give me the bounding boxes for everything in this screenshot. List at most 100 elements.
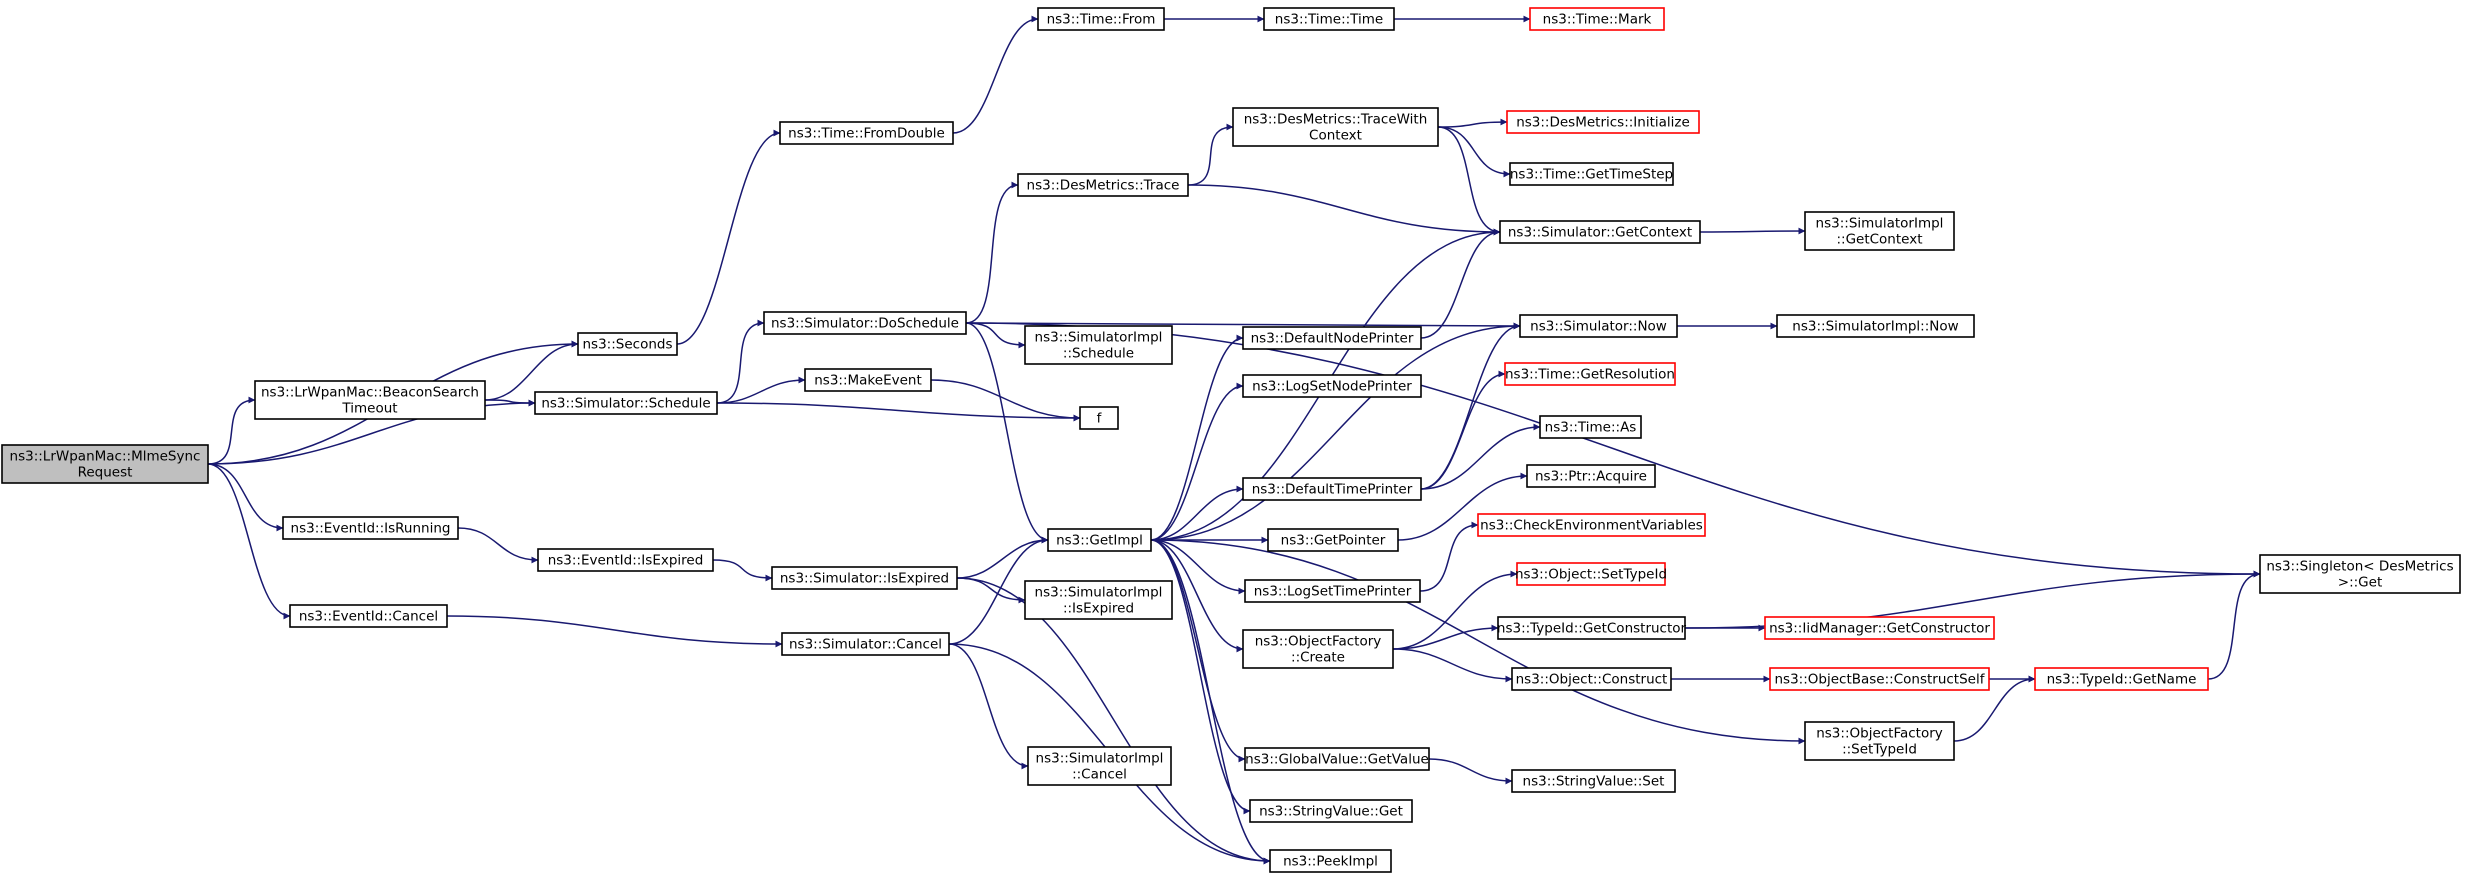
graph-node-peekimpl[interactable]: ns3::PeekImpl	[1269, 849, 1392, 873]
graph-node-seconds[interactable]: ns3::Seconds	[577, 332, 678, 356]
graph-node-isrunning[interactable]: ns3::EventId::IsRunning	[282, 516, 459, 540]
graph-node-timetime[interactable]: ns3::Time::Time	[1263, 7, 1395, 31]
graph-node-singleton[interactable]: ns3::Singleton< DesMetrics >::Get	[2259, 554, 2461, 594]
graph-node-objfactcreate[interactable]: ns3::ObjectFactory::Create	[1242, 629, 1394, 669]
node-label: ns3::Object::Construct	[1516, 672, 1668, 688]
graph-edge	[207, 463, 291, 620]
node-label: ns3::GetImpl	[1056, 533, 1143, 549]
graph-edge	[1397, 472, 1528, 541]
graph-node-destrace[interactable]: ns3::DesMetrics::Trace	[1017, 173, 1189, 197]
node-box	[1242, 374, 1422, 398]
graph-edge	[2207, 570, 2261, 680]
node-label: ns3::LrWpanMac::MlmeSync	[10, 449, 201, 465]
graph-node-iidmgr[interactable]: ns3::IidManager::GetConstructor	[1764, 616, 1995, 640]
node-label: ns3::IidManager::GetConstructor	[1769, 621, 1990, 637]
graph-node-mark[interactable]: ns3::Time::Mark	[1529, 7, 1665, 31]
edge-getimpl-to-defnodeprinter	[1150, 334, 1244, 541]
node-label: ns3::CheckEnvironmentVariables	[1480, 518, 1703, 534]
graph-edge	[1150, 539, 1246, 763]
graph-node-fromdouble[interactable]: ns3::Time::FromDouble	[779, 121, 954, 145]
graph-node-timeas[interactable]: ns3::Time::As	[1539, 415, 1642, 439]
graph-edge	[1150, 334, 1244, 541]
graph-edge	[965, 322, 1049, 544]
graph-node-objsettypeid[interactable]: ns3::Object::SetTypeId	[1515, 562, 1667, 586]
node-box	[1249, 799, 1413, 823]
graph-node-deftimeprinter[interactable]: ns3::DefaultTimePrinter	[1242, 477, 1422, 501]
graph-node-getcontext[interactable]: ns3::Simulator::GetContext	[1499, 220, 1701, 244]
node-label: ::Create	[1291, 650, 1345, 666]
graph-node-doschedule[interactable]: ns3::Simulator::DoSchedule	[763, 311, 967, 335]
graph-edge	[956, 536, 1049, 579]
graph-node-getres[interactable]: ns3::Time::GetResolution	[1504, 362, 1676, 386]
graph-node-simisexpired[interactable]: ns3::Simulator::IsExpired	[771, 566, 958, 590]
graph-node-typeidgetname[interactable]: ns3::TypeId::GetName	[2034, 667, 2209, 691]
node-box	[1477, 513, 1706, 537]
graph-node-isexpired_ev[interactable]: ns3::EventId::IsExpired	[537, 548, 714, 572]
graph-node-implcancel[interactable]: ns3::SimulatorImpl::Cancel	[1027, 746, 1172, 786]
graph-node-logsettime[interactable]: ns3::LogSetTimePrinter	[1244, 579, 1421, 603]
graph-node-objbaseconstruct[interactable]: ns3::ObjectBase::ConstructSelf	[1769, 667, 1990, 691]
node-box	[1244, 747, 1430, 771]
graph-node-gettimestep[interactable]: ns3::Time::GetTimeStep	[1509, 162, 1674, 186]
graph-node-evcancel[interactable]: ns3::EventId::Cancel	[289, 604, 448, 628]
edge-getimpl-to-globalvalue	[1150, 539, 1246, 763]
node-label: ns3::EventId::IsRunning	[291, 521, 451, 537]
graph-node-ptracquire[interactable]: ns3::Ptr::Acquire	[1526, 464, 1656, 488]
graph-node-implnow[interactable]: ns3::SimulatorImpl::Now	[1776, 314, 1975, 338]
graph-node-simnow[interactable]: ns3::Simulator::Now	[1519, 314, 1678, 338]
node-label: ns3::StringValue::Get	[1259, 804, 1403, 820]
node-label: ns3::Seconds	[583, 337, 673, 353]
graph-node-typeidgetctor[interactable]: ns3::TypeId::GetConstructor	[1497, 616, 1687, 640]
graph-node-from[interactable]: ns3::Time::From	[1037, 7, 1165, 31]
node-label: ns3::Time::GetTimeStep	[1510, 167, 1673, 183]
node-label: ns3::SimulatorImpl	[1036, 751, 1164, 767]
node-label: ns3::DesMetrics::TraceWith	[1244, 112, 1428, 128]
graph-node-getpointer[interactable]: ns3::GetPointer	[1267, 528, 1399, 552]
node-label: ns3::TypeId::GetName	[2047, 672, 2197, 688]
node-label: ns3::GlobalValue::GetValue	[1245, 752, 1429, 768]
edge-schedule-to-doschedule	[716, 319, 765, 404]
graph-node-strvalset[interactable]: ns3::StringValue::Set	[1511, 769, 1676, 793]
graph-edge	[1953, 675, 2036, 742]
graph-edge	[446, 615, 783, 648]
node-label: ns3::GetPointer	[1281, 533, 1386, 549]
graph-edge	[1150, 539, 1271, 865]
node-label: ns3::Object::SetTypeId	[1515, 567, 1667, 583]
edge-tracewithctx-to-getcontext	[1437, 126, 1501, 236]
node-label: >::Get	[2338, 575, 2382, 591]
node-box	[289, 604, 448, 628]
edge-schedule-to-f	[716, 402, 1081, 422]
graph-node-desinit[interactable]: ns3::DesMetrics::Initialize	[1506, 110, 1700, 134]
edge-destrace-to-tracewithctx	[1187, 123, 1234, 186]
edge-getcontext-to-implgetcontext	[1699, 227, 1806, 235]
graph-node-schedule[interactable]: ns3::Simulator::Schedule	[534, 391, 718, 415]
graph-node-objconstruct[interactable]: ns3::Object::Construct	[1511, 667, 1672, 691]
graph-edge	[1187, 123, 1234, 186]
graph-edge	[965, 322, 1521, 330]
graph-node-objfactsettypeid[interactable]: ns3::ObjectFactory::SetTypeId	[1804, 721, 1955, 761]
edge-deftimeprinter-to-getres	[1420, 370, 1506, 490]
graph-node-checkenv[interactable]: ns3::CheckEnvironmentVariables	[1477, 513, 1706, 537]
graph-node-f[interactable]: f	[1079, 406, 1119, 430]
edge-makeevent-to-f	[930, 379, 1081, 422]
node-label: Request	[78, 465, 133, 481]
node-box	[1804, 721, 1955, 761]
graph-node-implisexpired[interactable]: ns3::SimulatorImpl::IsExpired	[1024, 580, 1173, 620]
graph-node-globalvalue[interactable]: ns3::GlobalValue::GetValue	[1244, 747, 1430, 771]
graph-node-logsetnode[interactable]: ns3::LogSetNodePrinter	[1242, 374, 1422, 398]
graph-node-makeevent[interactable]: ns3::MakeEvent	[804, 368, 932, 392]
node-box	[804, 368, 932, 392]
graph-edge	[1392, 570, 1518, 650]
graph-node-simcancel[interactable]: ns3::Simulator::Cancel	[781, 632, 950, 656]
graph-node-implgetcontext[interactable]: ns3::SimulatorImpl::GetContext	[1804, 211, 1955, 251]
node-box	[1079, 406, 1119, 430]
node-box	[1497, 616, 1686, 640]
graph-node-dessched[interactable]: ns3::SimulatorImpl::Schedule	[1024, 325, 1173, 365]
graph-node-getimpl[interactable]: ns3::GetImpl	[1047, 528, 1152, 552]
graph-node-defnodeprinter[interactable]: ns3::DefaultNodePrinter	[1242, 326, 1422, 350]
graph-node-strvalget[interactable]: ns3::StringValue::Get	[1249, 799, 1413, 823]
